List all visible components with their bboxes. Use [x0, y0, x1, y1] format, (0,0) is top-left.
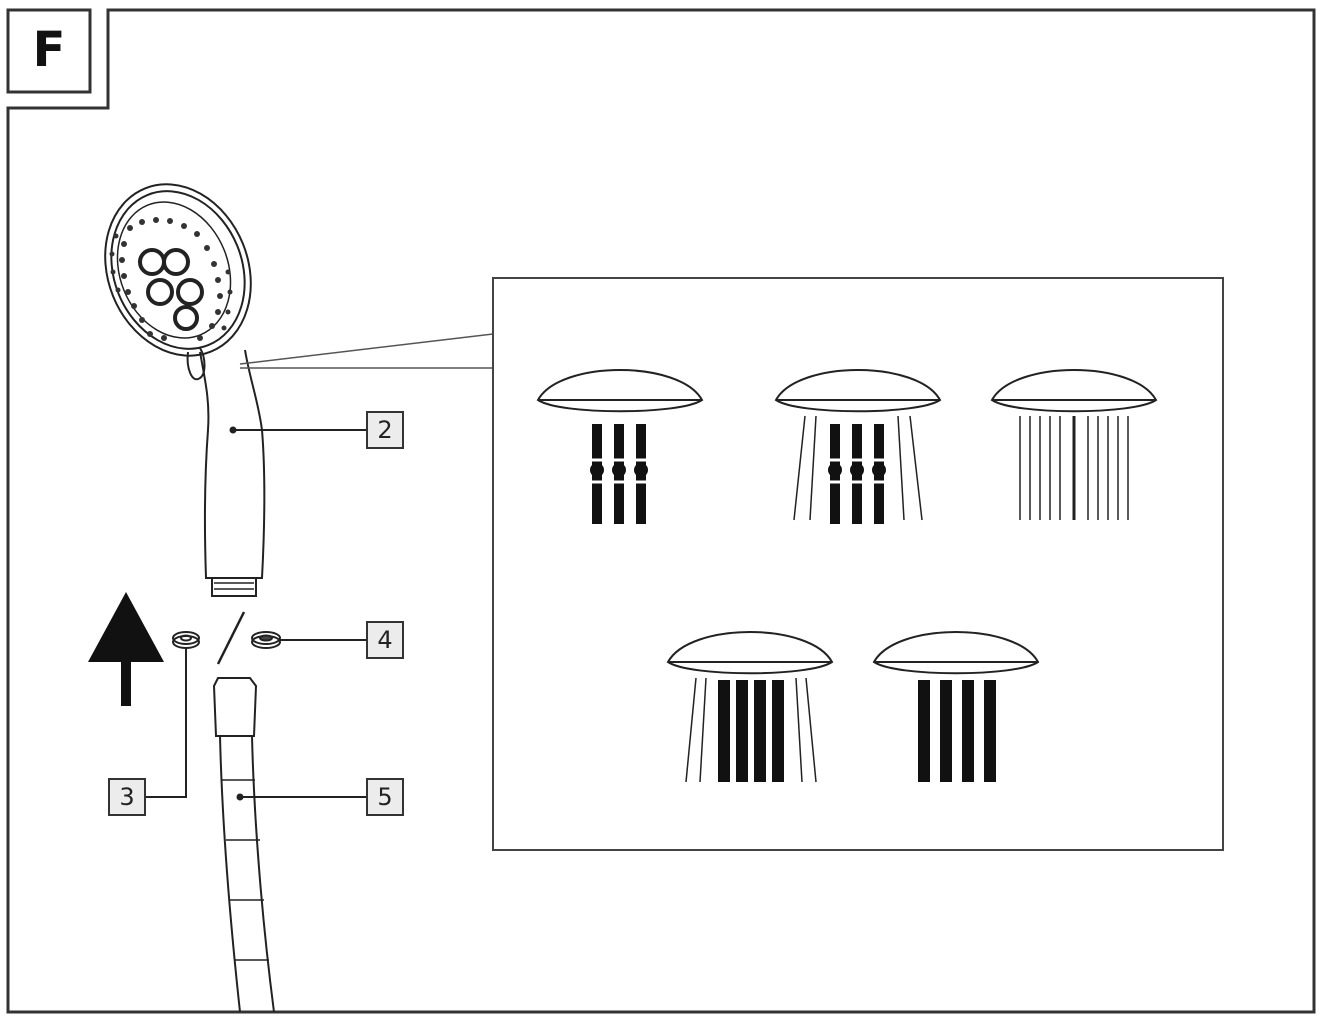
nozzle-dots [109, 217, 233, 341]
hose [212, 677, 275, 1013]
callout-3: 3 [108, 778, 146, 816]
outer-frame [6, 8, 1316, 1014]
leader-3 [146, 648, 187, 798]
washer-filter [251, 631, 281, 649]
spray-modes-panel [492, 277, 1224, 851]
spray-mode-massage [536, 369, 704, 524]
callout-2: 2 [366, 411, 404, 449]
or-slash [216, 611, 246, 665]
shower-head [104, 183, 266, 597]
callout-4: 4 [366, 621, 404, 659]
shower-handle [199, 349, 266, 579]
up-arrow-icon [88, 592, 164, 706]
figure-label-box [6, 8, 92, 94]
washer-flat [172, 631, 200, 649]
spray-mode-full-rain [666, 631, 834, 783]
spray-mode-massage-rain [774, 369, 942, 524]
nozzle-cluster [138, 248, 204, 331]
figure-label: F [32, 22, 66, 78]
zoom-line-top [239, 333, 494, 365]
spray-mode-full [872, 631, 1040, 782]
spray-mode-rain [990, 369, 1158, 520]
callout-5: 5 [366, 778, 404, 816]
